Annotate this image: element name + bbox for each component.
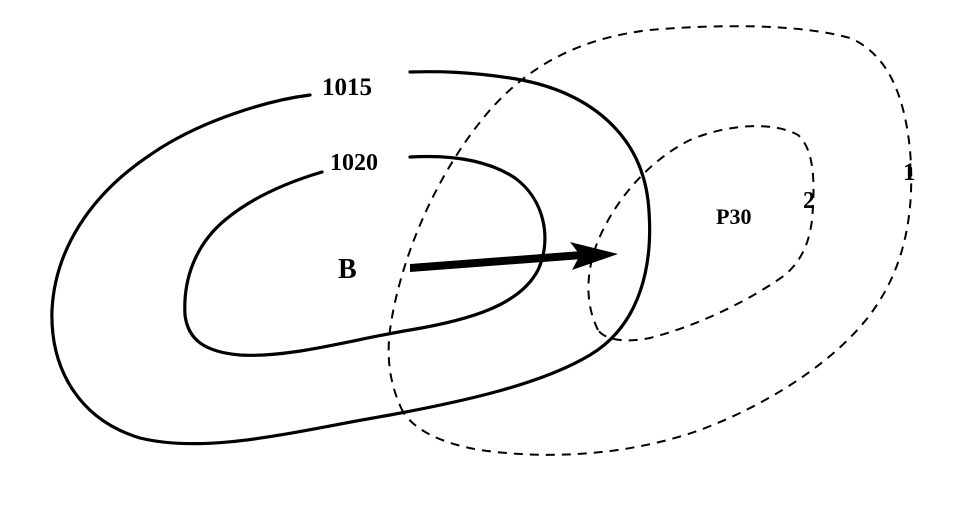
isobar-1015-label: 1015 [322, 74, 372, 101]
motion-arrow-shaft [410, 251, 582, 272]
pressure-center-label: B [338, 254, 357, 285]
precip-contour-1 [387, 25, 913, 456]
isobar-1020-label: 1020 [330, 150, 378, 176]
precip-center-label: P30 [716, 204, 751, 229]
precip-contour-2 [587, 125, 815, 342]
motion-arrowhead [570, 242, 618, 270]
isobar-1020-line [183, 154, 547, 357]
precip-contour-1-label: 1 [903, 159, 916, 186]
precip-contour-2-label: 2 [803, 188, 815, 214]
isobar-1015-line [50, 70, 652, 446]
